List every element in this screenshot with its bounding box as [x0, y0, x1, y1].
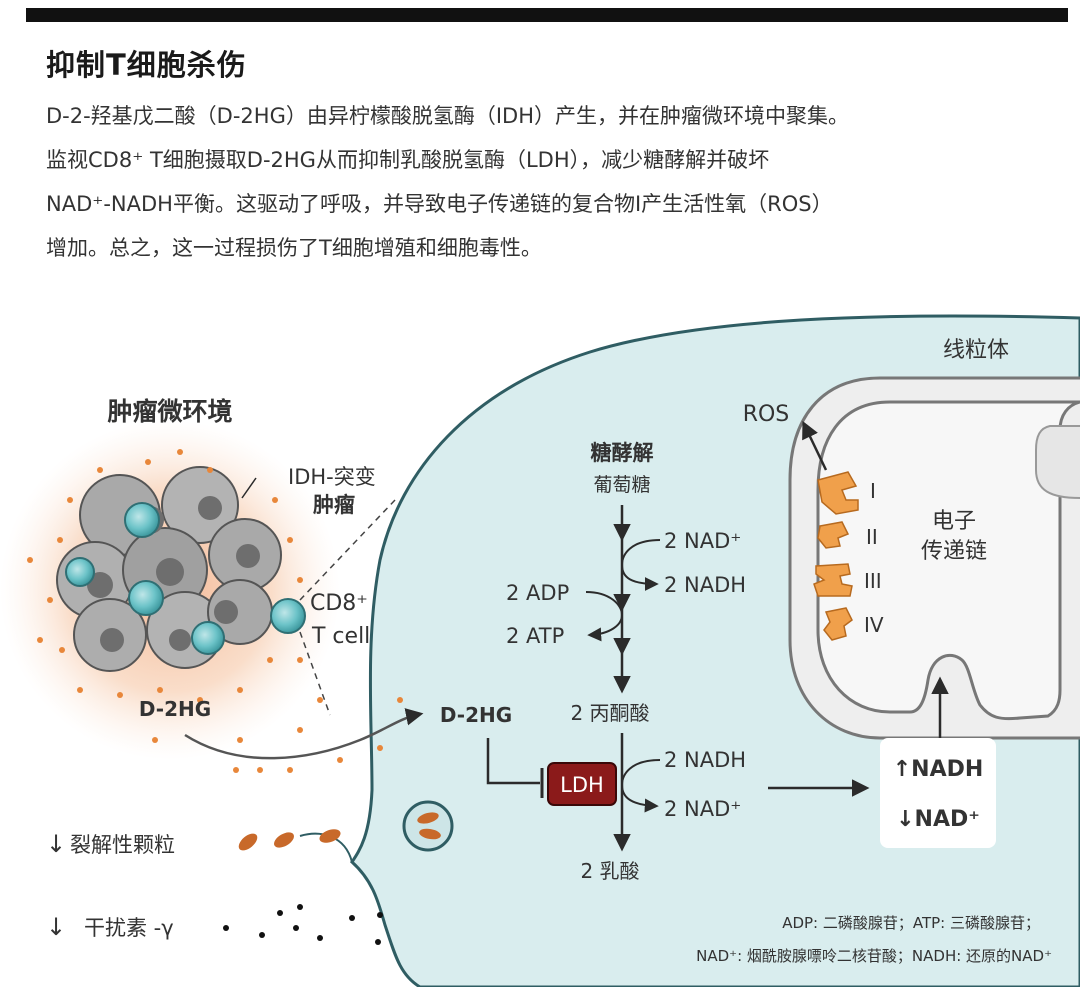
- ros-arrow: [802, 420, 828, 471]
- mito-inner-membrane: [816, 400, 1080, 721]
- intro-paragraph: D-2-羟基戊二酸（D-2HG）由异柠檬酸脱氢酶（IDH）产生，并在肿瘤微环境中…: [46, 94, 1066, 270]
- legend-line1: ADP: 二磷酸腺苷；ATP: 三磷酸腺苷；: [782, 914, 1040, 932]
- granules-down-arrow: ↓: [46, 830, 66, 858]
- nadh-1: 2 NADH: [664, 573, 746, 597]
- adp-label: 2 ADP: [506, 581, 569, 605]
- atp-cycle-arrow: [585, 591, 624, 642]
- cd8-label-line1: CD8⁺: [310, 591, 368, 616]
- ros-label: ROS: [743, 402, 790, 427]
- nad-cycle-arrow-1: [620, 539, 661, 591]
- complex-i-label: I: [870, 479, 876, 503]
- glycolysis-title: 糖酵解: [591, 441, 654, 465]
- intro-line-1: D-2-羟基戊二酸（D-2HG）由异柠檬酸脱氢酶（IDH）产生，并在肿瘤微环境中…: [46, 104, 850, 128]
- inhibition-line: [486, 738, 540, 785]
- d2hg-uptake-arrow: [184, 708, 424, 760]
- idh-leader-line: [241, 477, 257, 499]
- ldh-label: LDH: [560, 773, 604, 797]
- etc-label-line1: 电子: [932, 509, 976, 534]
- lytic-granules: [238, 829, 341, 851]
- cd8-label-line2: T cell: [311, 624, 370, 649]
- infiltrating-t-cell: [191, 621, 225, 655]
- nad-plus-1: 2 NAD⁺: [664, 529, 741, 553]
- atp-label: 2 ATP: [506, 624, 564, 648]
- complex-iii: [813, 563, 853, 597]
- complex-iv: [823, 607, 853, 641]
- glucose-label: 葡萄糖: [593, 474, 650, 496]
- tme-title: 肿瘤微环境: [107, 397, 232, 426]
- nadh-up-label: ↑NADH: [893, 757, 984, 782]
- pyruvate-label: 2 丙酮酸: [570, 701, 649, 725]
- granules-label: 裂解性颗粒: [70, 833, 175, 857]
- infiltrating-t-cell: [124, 502, 160, 538]
- idh-label-line1: IDH-突变: [288, 465, 376, 489]
- interferon-label: 干扰素 -γ: [84, 916, 174, 940]
- ldh-box: [547, 762, 617, 806]
- complex-iii-label: III: [864, 569, 882, 593]
- nadh-2: 2 NADH: [664, 748, 746, 772]
- interferon-down-arrow: ↓: [46, 913, 66, 941]
- infiltrating-t-cell: [128, 580, 164, 616]
- lactate-label: 2 乳酸: [580, 859, 639, 883]
- intro-line-4: 增加。总之，这一过程损伤了T细胞增殖和细胞毒性。: [46, 236, 542, 260]
- idh-label-line2: 肿瘤: [313, 493, 355, 517]
- nad-cycle-arrow-2: [620, 759, 661, 813]
- complex-i: [817, 471, 859, 515]
- complex-ii-label: II: [866, 525, 878, 549]
- intro-line-2: 监视CD8⁺ T细胞摄取D-2HG从而抑制乳酸脱氢酶（LDH），减少糖酵解并破坏: [46, 148, 770, 172]
- granule-vesicle: [402, 800, 454, 852]
- nad-plus-2: 2 NAD⁺: [664, 797, 741, 821]
- legend-line2: NAD⁺: 烟酰胺腺嘌呤二核苷酸；NADH: 还原的NAD⁺: [696, 947, 1052, 965]
- d2hg-outside-label: D-2HG: [139, 697, 211, 721]
- nad-down-label: ↓NAD⁺: [896, 807, 980, 832]
- zoom-guide-lines: [299, 499, 396, 716]
- d2hg-dots: [27, 449, 403, 773]
- infiltrating-t-cell: [65, 557, 95, 587]
- complex-ii: [817, 521, 850, 549]
- etc-label-line2: 传递链: [921, 539, 987, 564]
- cd8-t-cell-small: [270, 598, 306, 634]
- top-bar: [26, 8, 1068, 22]
- complex-iv-label: IV: [864, 613, 884, 637]
- interferon-dots: [223, 904, 383, 945]
- mitochondrion: [788, 376, 1080, 740]
- intro-line-3: NAD⁺-NADH平衡。这驱动了呼吸，并导致电子传递链的复合物I产生活性氧（RO…: [46, 192, 833, 216]
- page-title: 抑制T细胞杀伤: [46, 48, 247, 82]
- nadh-balance-box: [880, 738, 996, 848]
- mito-label: 线粒体: [943, 338, 1009, 363]
- d2hg-inside-label: D-2HG: [440, 703, 512, 727]
